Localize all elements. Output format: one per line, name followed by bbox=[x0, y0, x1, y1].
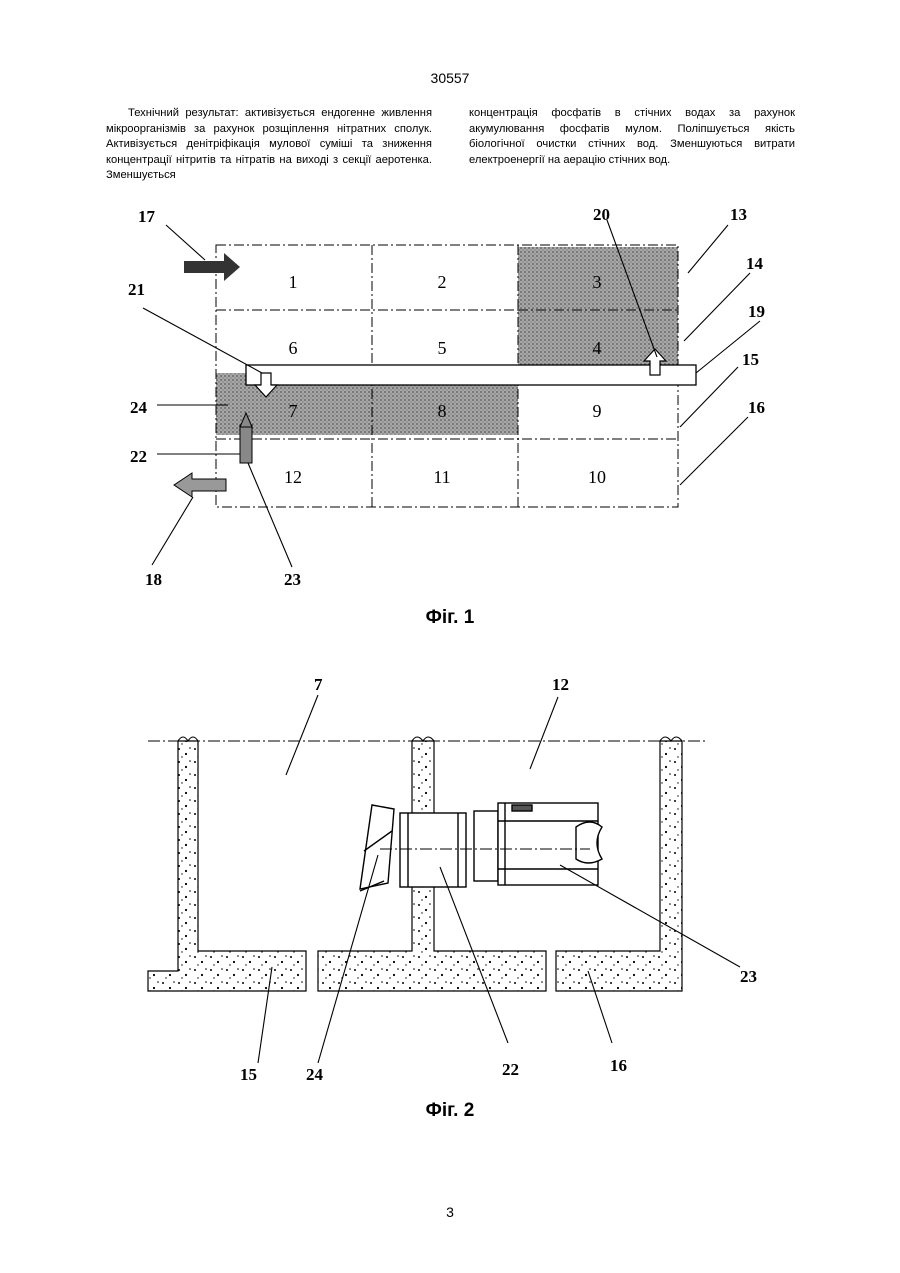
label-23: 23 bbox=[284, 570, 301, 589]
mixer-device bbox=[360, 803, 602, 891]
label-24: 24 bbox=[306, 1065, 324, 1084]
cell-6: 6 bbox=[289, 338, 298, 358]
label-20: 20 bbox=[593, 205, 610, 224]
figure-1: 1 2 3 6 5 4 7 8 9 12 11 10 17 21 bbox=[0, 195, 900, 595]
figure-2: 7 12 15 24 22 16 23 bbox=[0, 655, 900, 1095]
cell-3: 3 bbox=[593, 272, 602, 292]
inlet-arrow-icon bbox=[184, 253, 240, 281]
label-24: 24 bbox=[130, 398, 148, 417]
cell-12: 12 bbox=[284, 467, 302, 487]
label-7: 7 bbox=[314, 675, 323, 694]
label-16: 16 bbox=[748, 398, 765, 417]
channel bbox=[246, 365, 696, 385]
label-22: 22 bbox=[502, 1060, 519, 1079]
cell-2: 2 bbox=[438, 272, 447, 292]
cell-8: 8 bbox=[438, 401, 447, 421]
cell-10: 10 bbox=[588, 467, 606, 487]
label-13: 13 bbox=[730, 205, 747, 224]
cell-9: 9 bbox=[593, 401, 602, 421]
page-number: 3 bbox=[0, 1204, 900, 1220]
text-column-left: Технічний результат: активізується ендог… bbox=[106, 106, 432, 184]
document-number: 30557 bbox=[0, 70, 900, 86]
mixer-icon bbox=[240, 425, 252, 463]
label-15: 15 bbox=[742, 350, 759, 369]
text-column-right: концентрація фосфатів в стічних водах за… bbox=[469, 106, 795, 168]
figure-2-caption: Фіг. 2 bbox=[0, 1100, 900, 1122]
label-17: 17 bbox=[138, 207, 156, 226]
label-21: 21 bbox=[128, 280, 145, 299]
label-16: 16 bbox=[610, 1056, 627, 1075]
label-14: 14 bbox=[746, 254, 764, 273]
label-22: 22 bbox=[130, 447, 147, 466]
cell-1: 1 bbox=[289, 272, 298, 292]
outlet-arrow-icon bbox=[174, 473, 226, 497]
label-18: 18 bbox=[145, 570, 162, 589]
label-23: 23 bbox=[740, 967, 757, 986]
label-15: 15 bbox=[240, 1065, 257, 1084]
cell-5: 5 bbox=[438, 338, 447, 358]
label-19: 19 bbox=[748, 302, 765, 321]
cell-7: 7 bbox=[289, 401, 298, 421]
label-12: 12 bbox=[552, 675, 569, 694]
cell-11: 11 bbox=[433, 467, 450, 487]
figure-1-caption: Фіг. 1 bbox=[0, 607, 900, 629]
cell-4: 4 bbox=[593, 338, 602, 358]
wall-left bbox=[148, 741, 306, 991]
